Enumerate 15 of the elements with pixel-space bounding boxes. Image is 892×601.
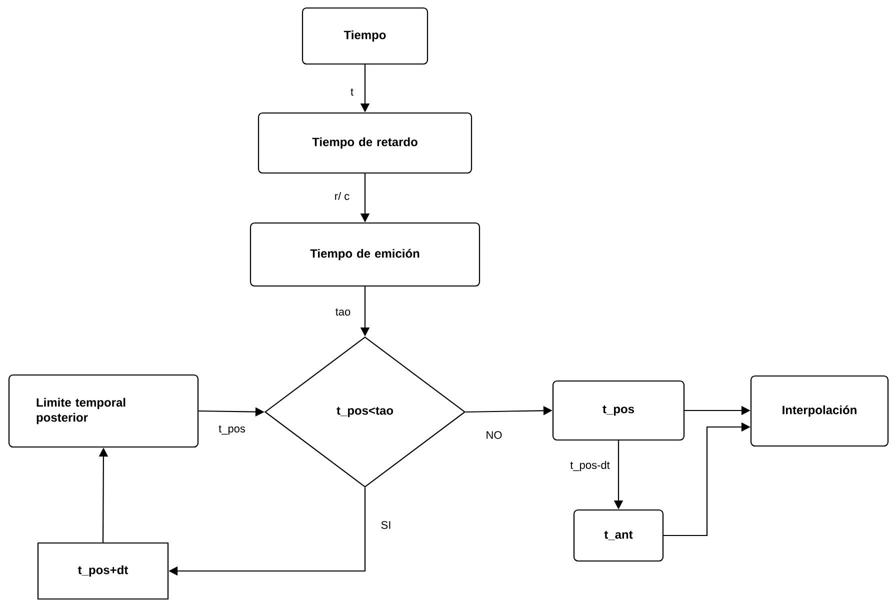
edge-label: t_pos-dt	[569, 460, 611, 472]
process-box: Interpolación	[750, 375, 889, 447]
process-box: Tiempo de retardo	[258, 112, 472, 174]
process-box: Tiempo de emición	[250, 222, 480, 287]
process-box: t_pos+dt	[37, 542, 169, 600]
edge-label: tao	[334, 307, 352, 317]
edge-label: t	[349, 87, 355, 97]
edge-label: r/ c	[333, 190, 351, 202]
edge-label: NO	[484, 430, 504, 440]
edge-label: SI	[380, 520, 392, 530]
process-box: t_pos	[552, 380, 685, 441]
process-box: Limite temporal posterior	[8, 374, 199, 448]
process-box: Tiempo	[302, 7, 428, 65]
process-box: t_ant	[573, 509, 664, 562]
edge-label: t_pos	[218, 424, 246, 436]
